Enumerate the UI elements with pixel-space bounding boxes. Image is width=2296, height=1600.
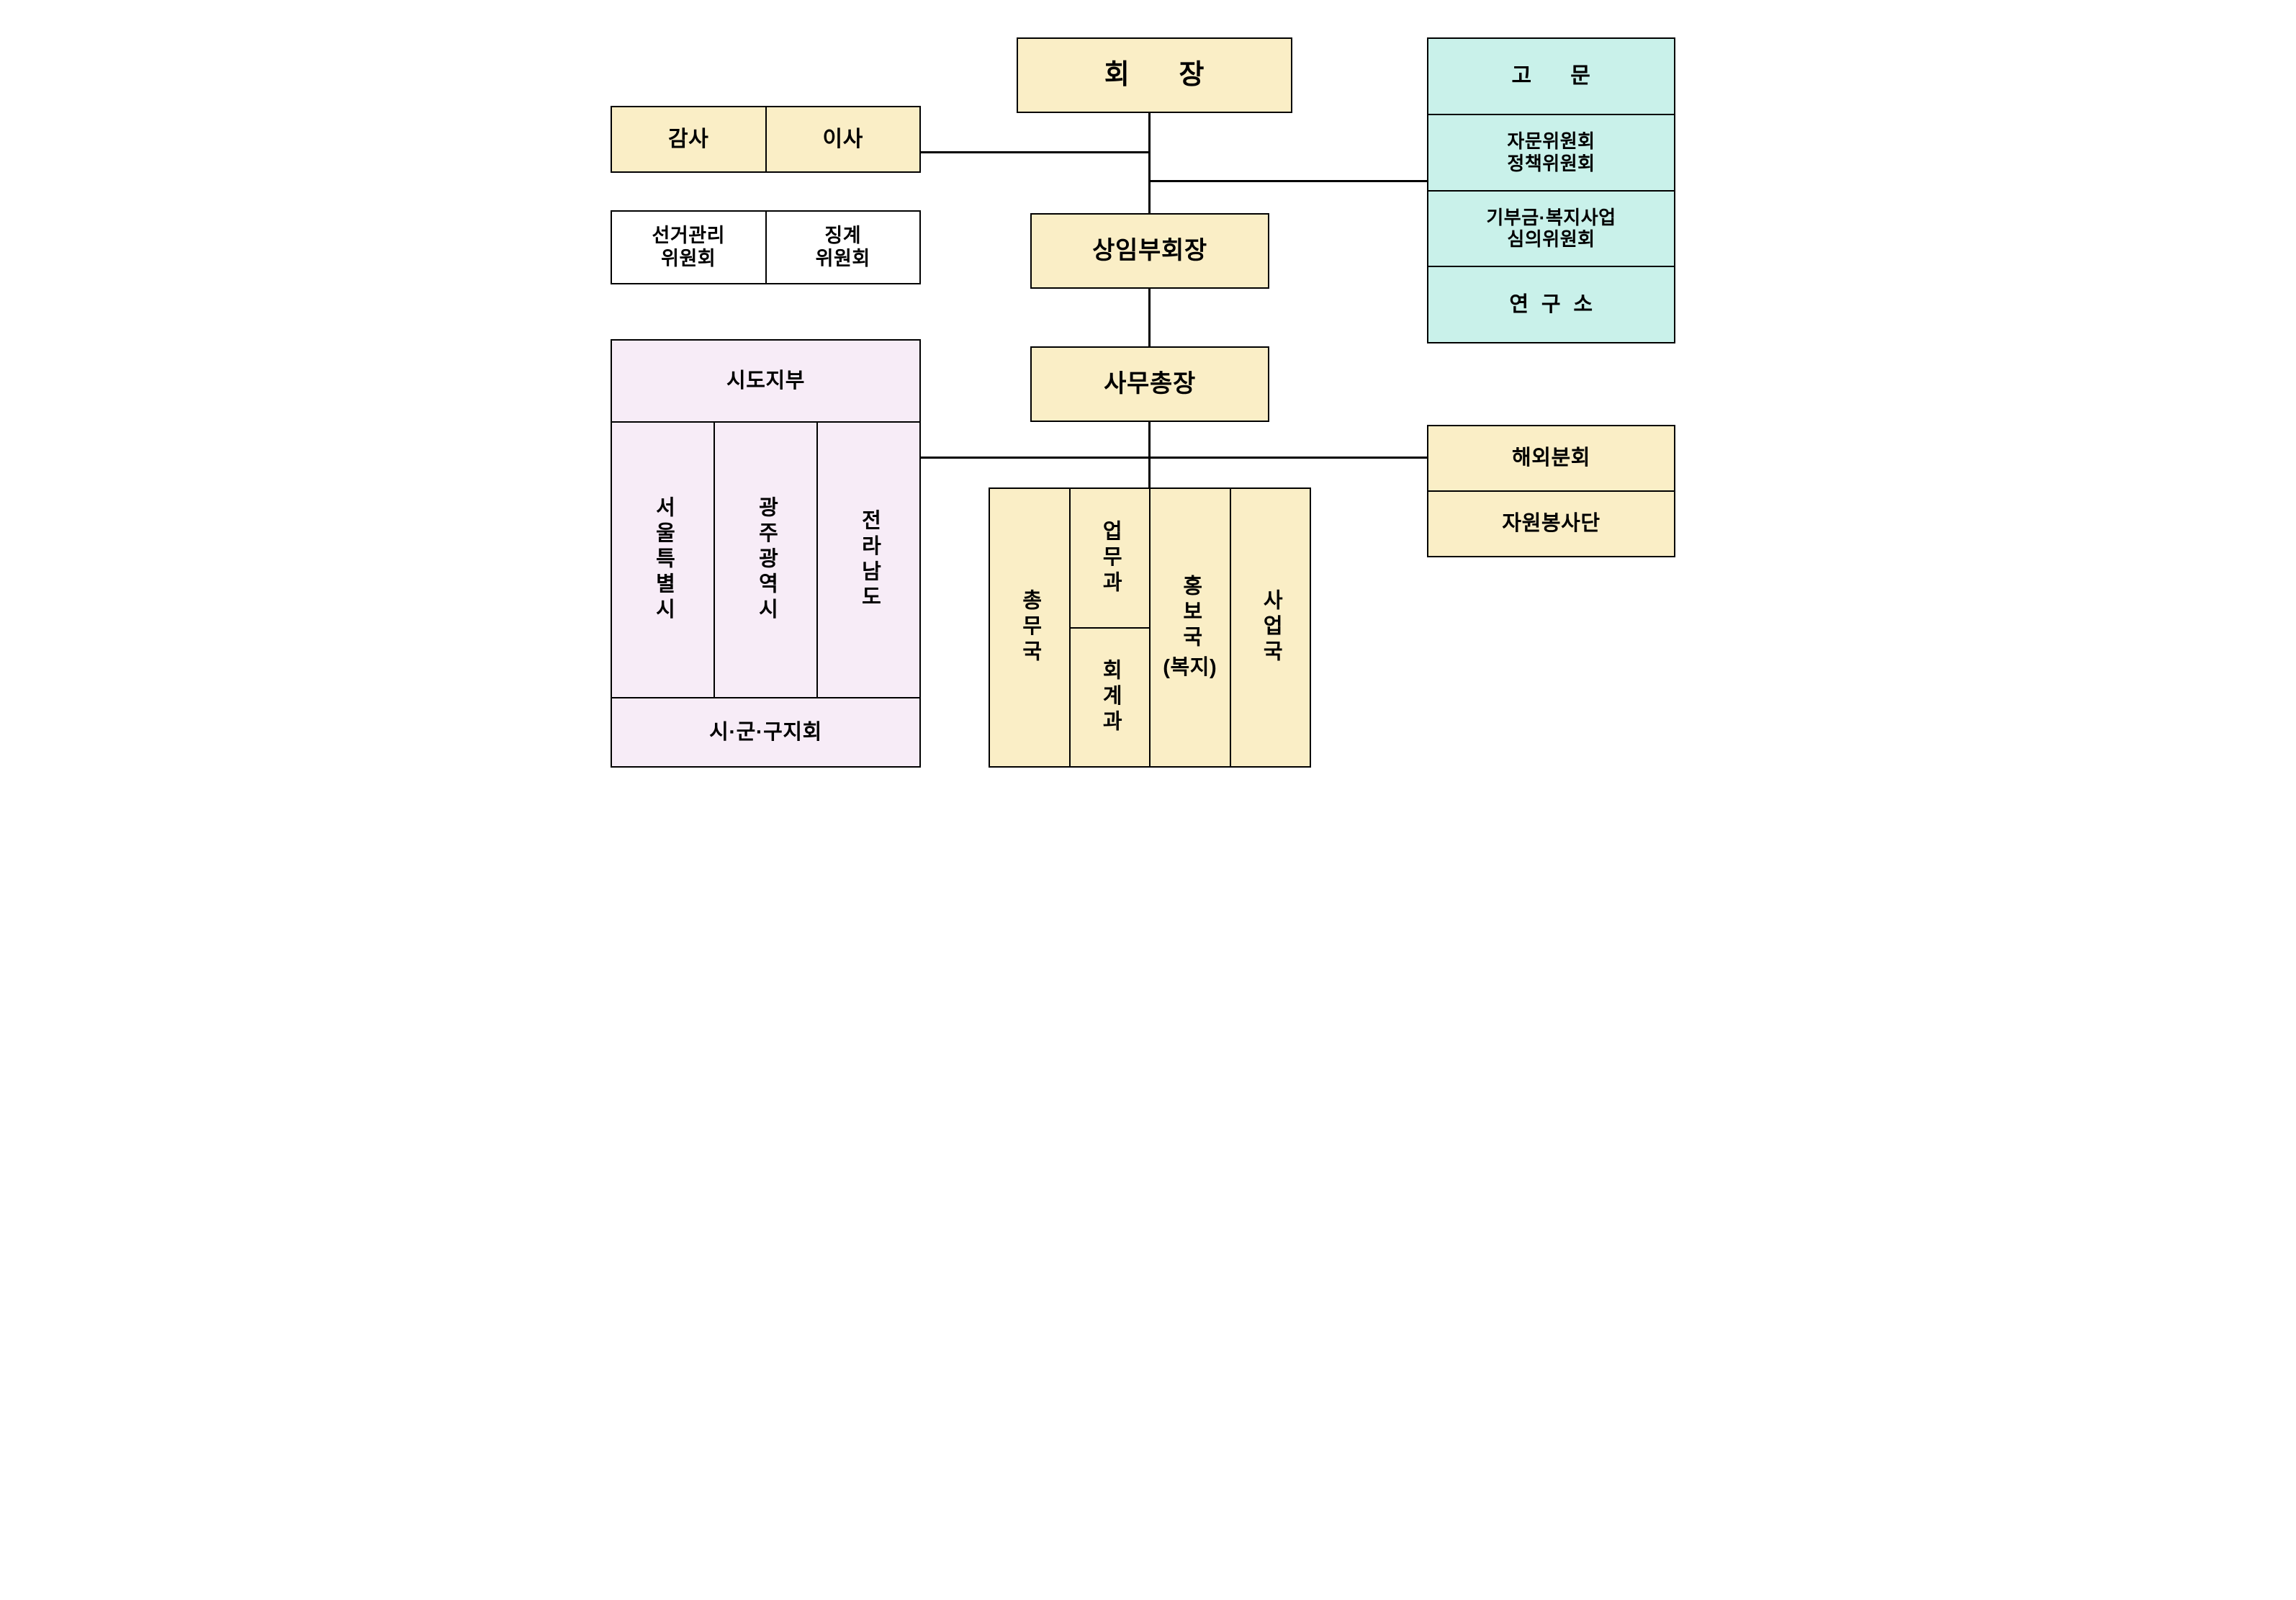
advisor-group: 고 문 자문위원회 정책위원회 기부금·복지사업 심의위원회 연 구 소 bbox=[1427, 37, 1675, 343]
branch-group: 시도지부 서울특별시 광주광역시 전라남도 시·군·구지회 bbox=[611, 339, 921, 768]
node-general-affairs-bureau: 총무국 bbox=[990, 489, 1069, 766]
advisory-policy-committee-label: 자문위원회 정책위원회 bbox=[1507, 130, 1595, 174]
org-chart: 회 장 감사 이사 선거관리 위원회 징계 위원회 상임부회장 사무총장 고 문 bbox=[574, 0, 1722, 800]
connector-advisor bbox=[1149, 180, 1427, 182]
node-research-institute: 연 구 소 bbox=[1428, 266, 1674, 342]
pr-bureau-note: (복지) bbox=[1163, 656, 1217, 680]
city-county-district-branch-label: 시·군·구지회 bbox=[709, 720, 822, 744]
seoul-branch-label: 서울특별시 bbox=[652, 496, 675, 624]
node-standing-vice-chairman: 상임부회장 bbox=[1030, 213, 1269, 289]
node-city-county-district-branch: 시·군·구지회 bbox=[612, 697, 919, 766]
gwangju-branch-label: 광주광역시 bbox=[755, 496, 778, 624]
node-business-bureau: 사업국 bbox=[1229, 489, 1310, 766]
disciplinary-committee-label: 징계 위원회 bbox=[815, 224, 870, 269]
node-pr-bureau: 홍보국 (복지) bbox=[1149, 489, 1230, 766]
advisor-label: 고 문 bbox=[1511, 64, 1591, 89]
connector-branches-overseas bbox=[921, 456, 1427, 459]
business-bureau-label: 사업국 bbox=[1259, 589, 1283, 666]
bureau-col-divisions: 업무과 회계과 bbox=[1068, 489, 1150, 767]
branch-columns: 서울특별시 광주광역시 전라남도 bbox=[612, 421, 919, 697]
director-label: 이사 bbox=[822, 127, 863, 151]
standing-vice-chairman-label: 상임부회장 bbox=[1092, 237, 1207, 265]
works-division-label: 업무과 bbox=[1099, 519, 1122, 596]
accounting-division-label: 회계과 bbox=[1099, 659, 1122, 736]
node-secretary-general: 사무총장 bbox=[1030, 346, 1269, 422]
node-city-province-branch: 시도지부 bbox=[612, 341, 919, 421]
node-auditor: 감사 bbox=[612, 107, 765, 171]
node-overseas-branch: 해외분회 bbox=[1428, 426, 1674, 490]
node-works-division: 업무과 bbox=[1071, 489, 1150, 627]
volunteer-corps-label: 자원봉사단 bbox=[1502, 512, 1601, 536]
node-advisor: 고 문 bbox=[1428, 39, 1674, 114]
secretary-general-label: 사무총장 bbox=[1104, 370, 1196, 398]
general-affairs-bureau-label: 총무국 bbox=[1018, 589, 1042, 666]
node-gwangju-branch: 광주광역시 bbox=[713, 423, 816, 697]
research-institute-label: 연 구 소 bbox=[1509, 293, 1593, 317]
election-committee-label: 선거관리 위원회 bbox=[652, 224, 726, 269]
node-disciplinary-committee: 징계 위원회 bbox=[765, 212, 920, 283]
chairman-label: 회 장 bbox=[1104, 60, 1205, 91]
overseas-group: 해외분회 자원봉사단 bbox=[1427, 425, 1675, 557]
node-advisory-policy-committee: 자문위원회 정책위원회 bbox=[1428, 113, 1674, 190]
node-jeonnam-branch: 전라남도 bbox=[816, 423, 919, 697]
overseas-branch-label: 해외분회 bbox=[1511, 446, 1591, 470]
node-committees: 선거관리 위원회 징계 위원회 bbox=[611, 210, 921, 284]
node-accounting-division: 회계과 bbox=[1070, 626, 1149, 767]
jeonnam-branch-label: 전라남도 bbox=[857, 508, 881, 611]
auditor-label: 감사 bbox=[668, 127, 709, 151]
node-election-committee: 선거관리 위원회 bbox=[612, 212, 765, 283]
node-donation-welfare-committee: 기부금·복지사업 심의위원회 bbox=[1428, 189, 1674, 266]
city-province-branch-label: 시도지부 bbox=[726, 369, 806, 392]
node-chairman: 회 장 bbox=[1017, 37, 1292, 113]
node-seoul-branch: 서울특별시 bbox=[612, 423, 713, 697]
bureau-group: 총무국 업무과 회계과 홍보국 (복지) 사업국 bbox=[989, 487, 1311, 768]
node-volunteer-corps: 자원봉사단 bbox=[1428, 490, 1674, 556]
donation-welfare-committee-label: 기부금·복지사업 심의위원회 bbox=[1486, 206, 1616, 251]
node-director: 이사 bbox=[765, 107, 920, 171]
connector-trunk bbox=[1148, 113, 1151, 488]
pr-bureau-label: 홍보국 bbox=[1179, 575, 1202, 652]
node-auditor-director: 감사 이사 bbox=[611, 106, 921, 173]
connector-director bbox=[921, 151, 1149, 153]
